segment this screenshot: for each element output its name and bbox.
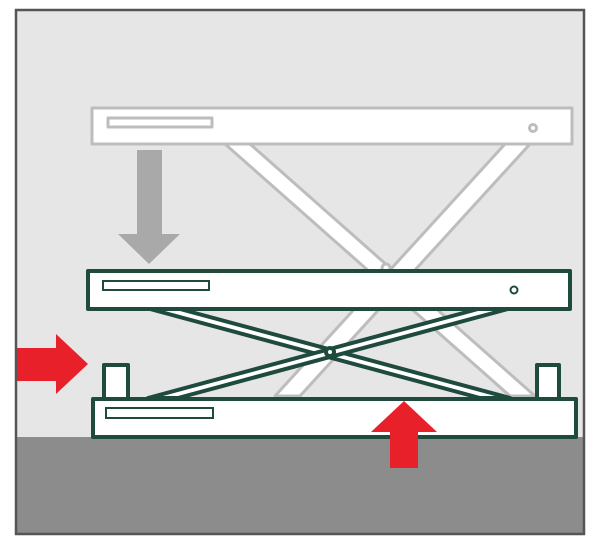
left-stop-post [102, 363, 130, 401]
arrow-right-icon [16, 334, 88, 394]
right-stop-post [535, 363, 561, 401]
scissor-pivot-pin [324, 346, 336, 358]
top-platform-pin [509, 285, 519, 295]
arrow-down-icon [118, 150, 180, 264]
floor [16, 437, 584, 534]
raised-platform [90, 106, 574, 146]
raised-platform-pin [528, 123, 538, 133]
arrow-up-icon [371, 401, 437, 468]
top-platform-slot [102, 280, 210, 291]
frame-border [14, 8, 586, 536]
base-frame-slot [105, 407, 214, 419]
raised-platform-slot [106, 116, 214, 129]
lowered-lift [86, 269, 578, 439]
